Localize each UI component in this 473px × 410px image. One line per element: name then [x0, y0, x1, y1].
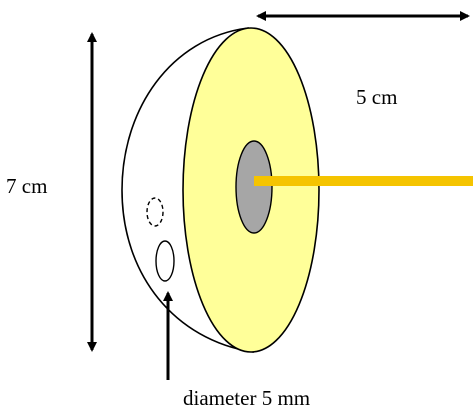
- rod: [254, 176, 473, 186]
- hidden-hole: [146, 197, 164, 227]
- hole-diameter-label: diameter 5 mm: [183, 386, 310, 410]
- core-disc: [235, 140, 273, 234]
- height-label: 7 cm: [6, 174, 47, 198]
- hole: [155, 240, 175, 282]
- depth-label: 5 cm: [356, 85, 397, 109]
